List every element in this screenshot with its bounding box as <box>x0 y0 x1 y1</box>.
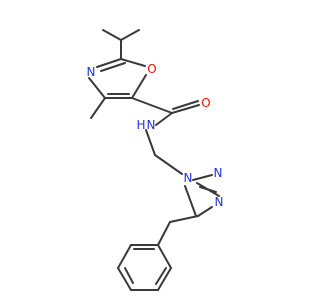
bond-line <box>199 186 217 193</box>
bond-line <box>192 174 213 181</box>
bond-line <box>145 129 156 156</box>
bond-line <box>157 221 171 246</box>
bond-line <box>102 29 122 41</box>
bond-line <box>131 74 147 99</box>
bond-line <box>96 58 122 68</box>
bond-line <box>155 112 173 126</box>
oxazole-nitrogen-label: N <box>87 65 96 79</box>
oxazole-oxygen-label: O <box>147 62 156 76</box>
amide-hydrogen-label: H <box>136 118 145 132</box>
bond-line <box>131 97 173 114</box>
bond-line <box>88 77 106 99</box>
bond-line <box>154 154 183 175</box>
bond-line <box>155 267 167 285</box>
bond-line <box>171 104 200 114</box>
amide-nitrogen-label: N <box>147 118 156 132</box>
bond-line <box>117 267 132 291</box>
bond-line <box>157 267 172 291</box>
bond-line <box>90 97 106 119</box>
bond-layer <box>88 29 220 291</box>
bond-line <box>124 267 134 284</box>
triazole-n3-label: N <box>215 195 224 209</box>
bond-line <box>172 100 199 110</box>
bond-line <box>197 206 213 217</box>
triazole-n2-label: N <box>214 166 223 180</box>
bond-line <box>117 244 132 269</box>
atom-label-layer: N O O N H N N N <box>87 62 224 209</box>
molecule-structure: N O O N H N N N <box>87 29 224 291</box>
bond-line <box>120 29 140 41</box>
bond-line <box>184 185 197 217</box>
bond-line <box>169 215 199 223</box>
bond-line <box>157 244 172 269</box>
triazole-n1-label: N <box>184 171 193 185</box>
carbonyl-oxygen-label: O <box>201 96 210 110</box>
bond-line <box>120 58 146 67</box>
bond-line <box>100 62 126 72</box>
